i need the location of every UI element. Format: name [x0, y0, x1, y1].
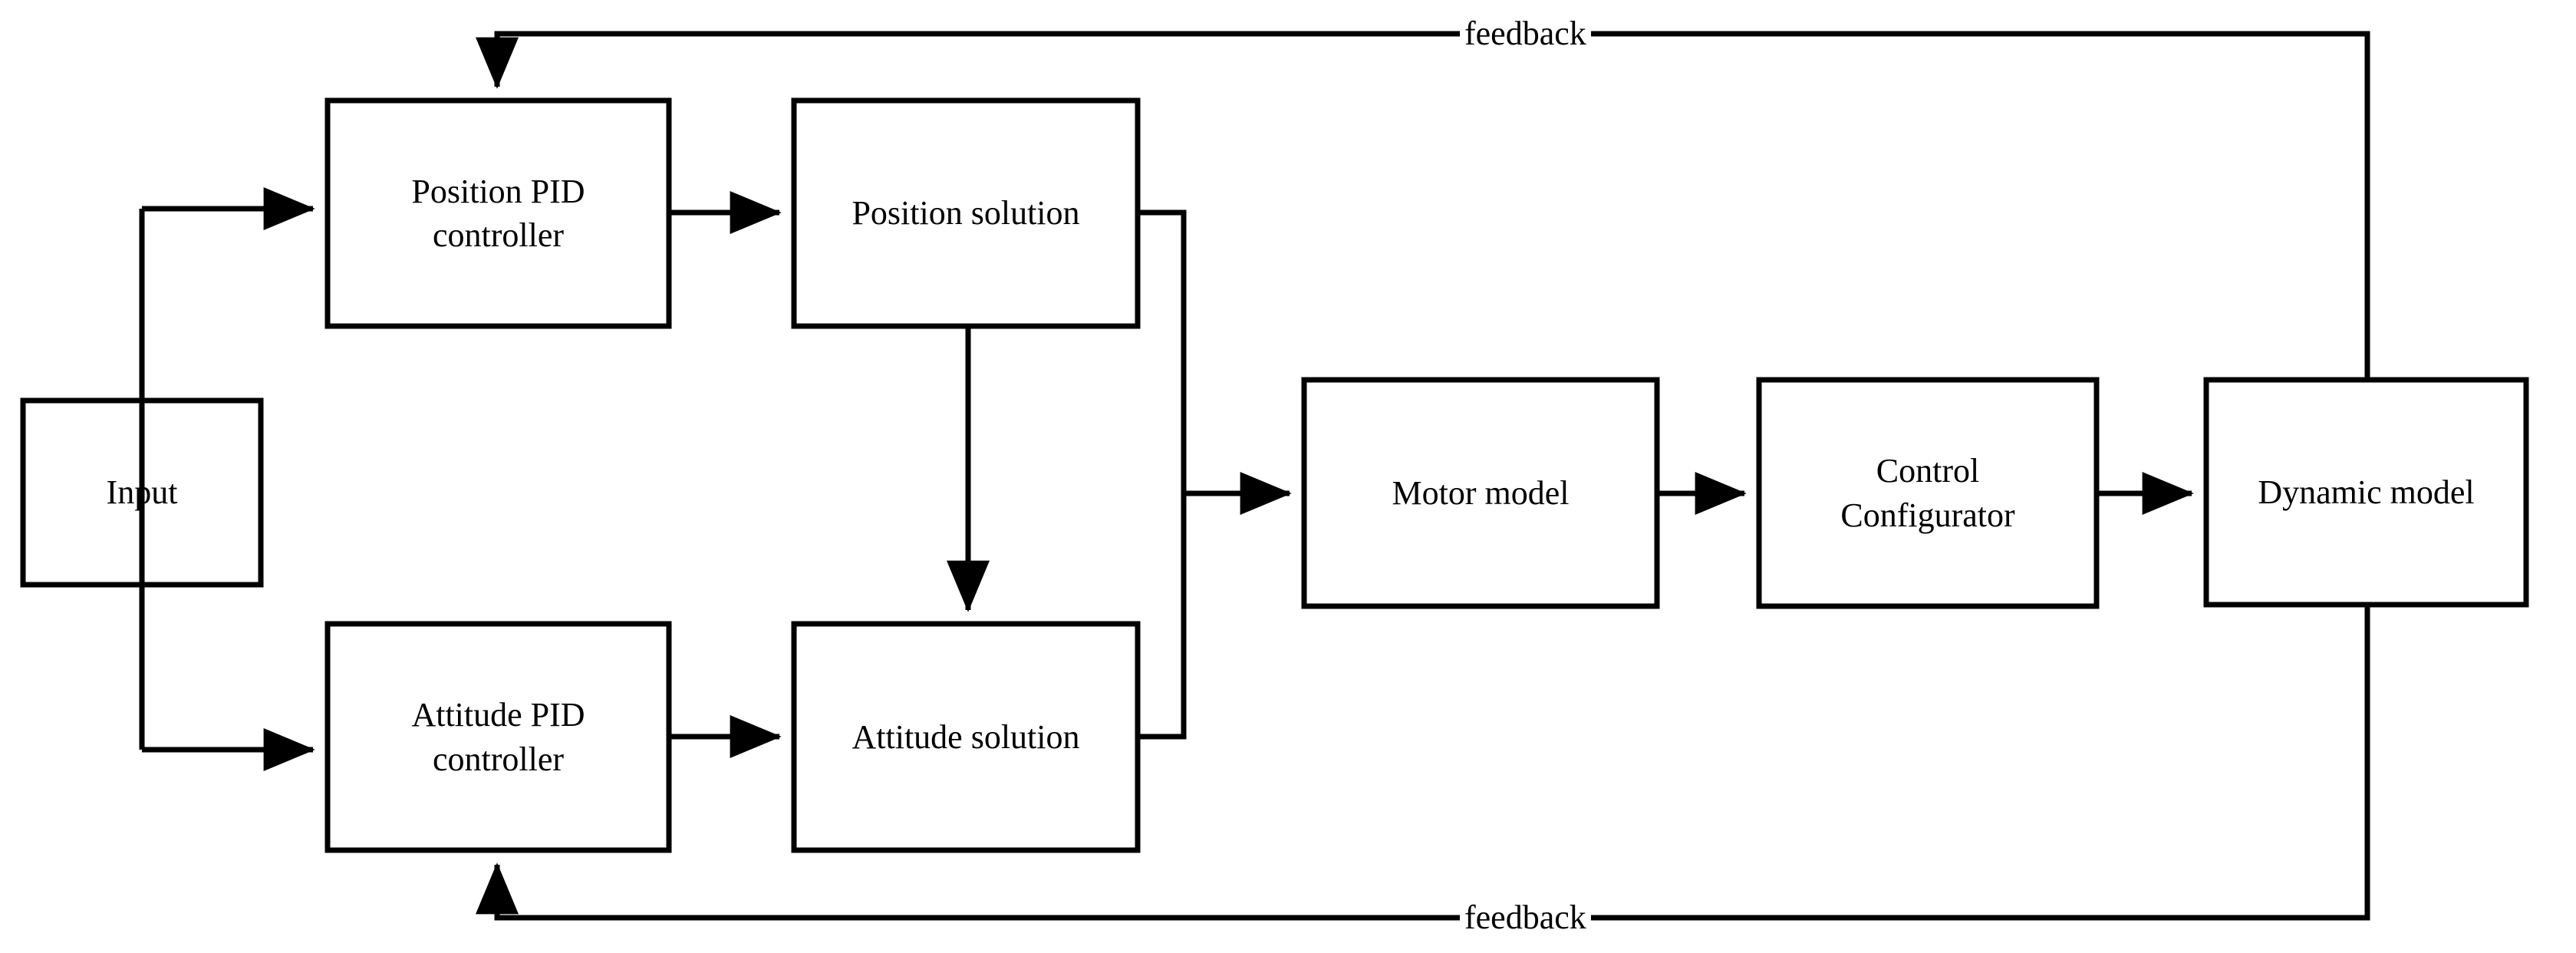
connector-feedback-bottom [476, 605, 2370, 921]
block-outline-attitude-pid [324, 621, 672, 853]
block-outline-dynamic-model [2203, 377, 2529, 608]
connector-attitude-solution-to-merge-bus [1138, 495, 1187, 740]
connector-feedback-top [476, 31, 2370, 380]
block-outline-motor-model [1301, 377, 1660, 609]
block-outline-control-configurator [1756, 377, 2100, 609]
block-outline-attitude-solution [791, 621, 1141, 853]
edge-label-feedback-top: feedback [1460, 17, 1591, 51]
edge-label-feedback-bottom: feedback [1460, 901, 1591, 935]
block-outline-position-solution [791, 97, 1141, 329]
connector-position-solution-to-merge-bus [1138, 209, 1187, 495]
block-outline-position-pid [324, 97, 672, 329]
